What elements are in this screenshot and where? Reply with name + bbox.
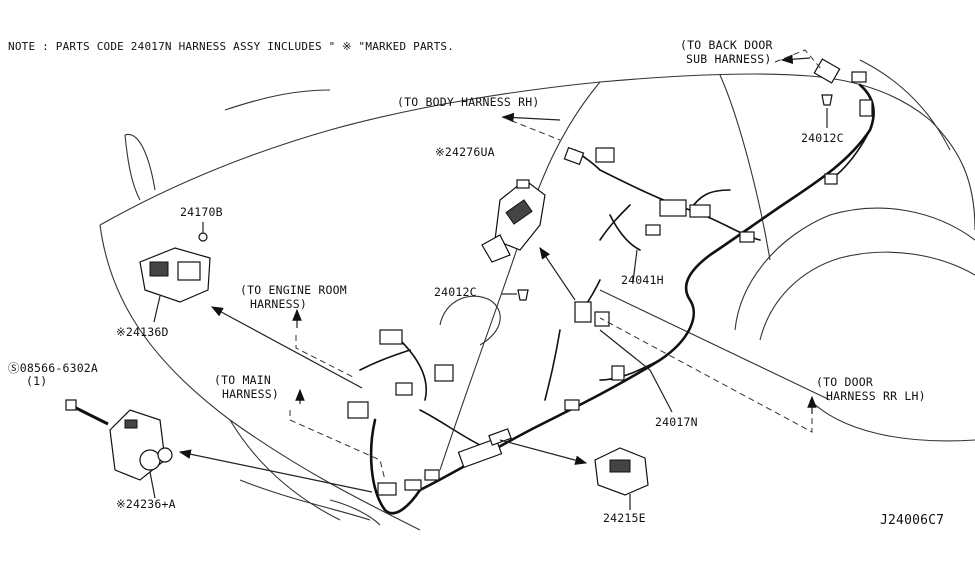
part-label-24012c-mid: 24012C [434,285,477,299]
label-to-back-door-2: SUB HARNESS) [686,52,771,66]
part-label-24170b: 24170B [180,205,223,219]
label-to-engine-room-1: (TO ENGINE ROOM [240,283,347,297]
part-label-24276ua: ※24276UA [435,145,495,159]
part-label-24012c-top: 24012C [801,131,844,145]
bolt-08566-6302a [65,399,109,426]
leader-lines [149,108,828,510]
label-to-main-2: HARNESS) [222,387,279,401]
part-label-08566-qty: (1) [26,374,47,388]
label-to-door-1: (TO DOOR [816,375,873,389]
label-to-body-harness-rh: (TO BODY HARNESS RH) [397,95,539,109]
label-to-door-2: HARNESS RR LH) [826,389,926,403]
sensor-24215e [594,447,649,496]
clip-24170b [198,232,208,242]
reference-arrows [178,54,817,493]
label-to-back-door-1: (TO BACK DOOR [680,38,773,52]
diagram-code: J24006C7 [880,513,944,528]
note-text: NOTE : PARTS CODE 24017N HARNESS ASSY IN… [8,40,454,53]
module-24136d [139,232,211,303]
part-label-24236a: ※24236+A [116,497,176,511]
harness-connectors [347,58,873,496]
part-label-24017n: 24017N [655,415,698,429]
clip-24012c-mid [517,289,529,301]
module-24276ua [481,179,546,263]
car-body-outline [99,59,975,531]
part-label-24136d: ※24136D [116,325,169,339]
clip-24012c-top [821,94,833,106]
part-label-08566-6302a: Ⓢ08566-6302A [8,361,98,375]
part-label-24215e: 24215E [603,511,646,525]
dashed-lines [289,49,823,481]
harness-24017n [359,83,875,515]
label-to-engine-room-2: HARNESS) [250,297,307,311]
label-to-main-1: (TO MAIN [214,373,271,387]
bracket-24236a [109,409,173,481]
part-label-24041h: 24041H [621,273,664,287]
